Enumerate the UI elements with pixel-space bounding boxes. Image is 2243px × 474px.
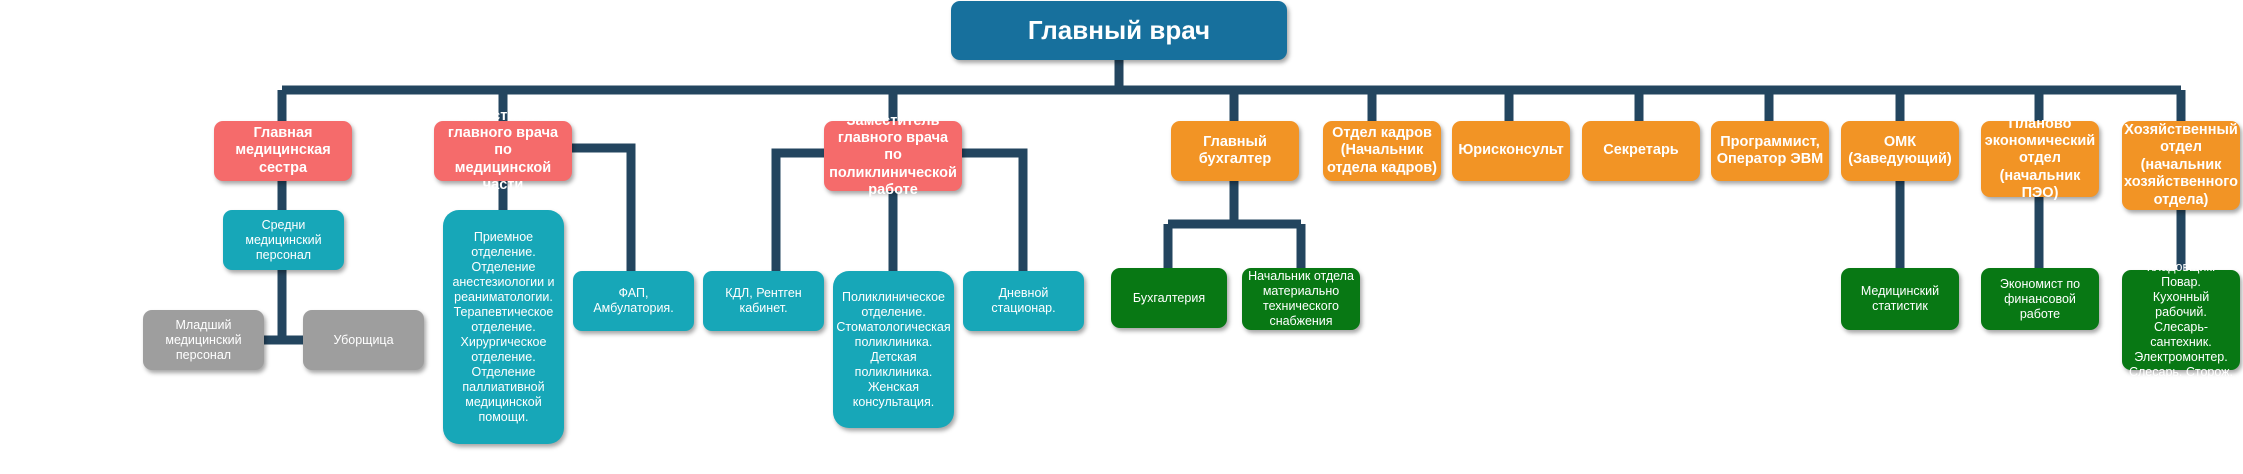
node-deputy-medical: Заместитель главного врача по медицинско… bbox=[434, 108, 572, 193]
node-fap-outpatient: ФАП, Амбулатория. bbox=[573, 271, 694, 331]
node-programmer: Программист, Оператор ЭВМ bbox=[1711, 121, 1829, 181]
node-day-hospital: Дневной стационар. bbox=[963, 271, 1084, 331]
node-hospital-departments: Приемное отделение. Отделение анестезиол… bbox=[443, 210, 564, 444]
node-kdl-xray: КДЛ, Рентген кабинет. bbox=[703, 271, 824, 331]
node-polyclinic-departments: Поликлиническое отделение. Стоматологиче… bbox=[833, 271, 954, 428]
node-medical-statistician: Медицинский статистик bbox=[1841, 268, 1959, 330]
connector-deputy-clinic-left bbox=[771, 148, 824, 271]
node-planning-department: Планово экономический отдел (начальник П… bbox=[1981, 116, 2099, 201]
connector-deputy-clinic-right bbox=[962, 148, 1028, 271]
node-chief-nurse: Главная медицинская сестра bbox=[214, 121, 352, 181]
node-junior-medical-staff: Младший медицинский персонал bbox=[143, 310, 264, 370]
node-mid-medical-staff: Средни медицинский персонал bbox=[223, 210, 344, 270]
root-node-chief-physician: Главный врач bbox=[951, 1, 1287, 60]
node-omk: ОМК (Заведующий) bbox=[1841, 121, 1959, 181]
node-hr-department: Отдел кадров (Начальник отдела кадров) bbox=[1323, 121, 1441, 181]
node-legal-advisor: Юрисконсульт bbox=[1452, 121, 1570, 181]
node-cleaner: Уборщица bbox=[303, 310, 424, 370]
node-maintenance-staff: Кладовщик. Повар. Кухонный рабочий. Слес… bbox=[2122, 260, 2240, 379]
node-chief-accountant: Главный бухгалтер bbox=[1171, 121, 1299, 181]
connector-deputy-medical-right bbox=[572, 143, 636, 271]
node-accounting: Бухгалтерия bbox=[1111, 268, 1227, 328]
node-secretary: Секретарь bbox=[1582, 121, 1700, 181]
node-deputy-clinic: Заместитель главного врача по поликлинич… bbox=[824, 113, 962, 198]
node-finance-economist: Экономист по финансовой работе bbox=[1981, 268, 2099, 330]
node-supply-head: Начальник отдела материально техническог… bbox=[1242, 268, 1360, 330]
node-economic-department: Хозяйственный отдел (начальник хозяйстве… bbox=[2122, 121, 2240, 210]
